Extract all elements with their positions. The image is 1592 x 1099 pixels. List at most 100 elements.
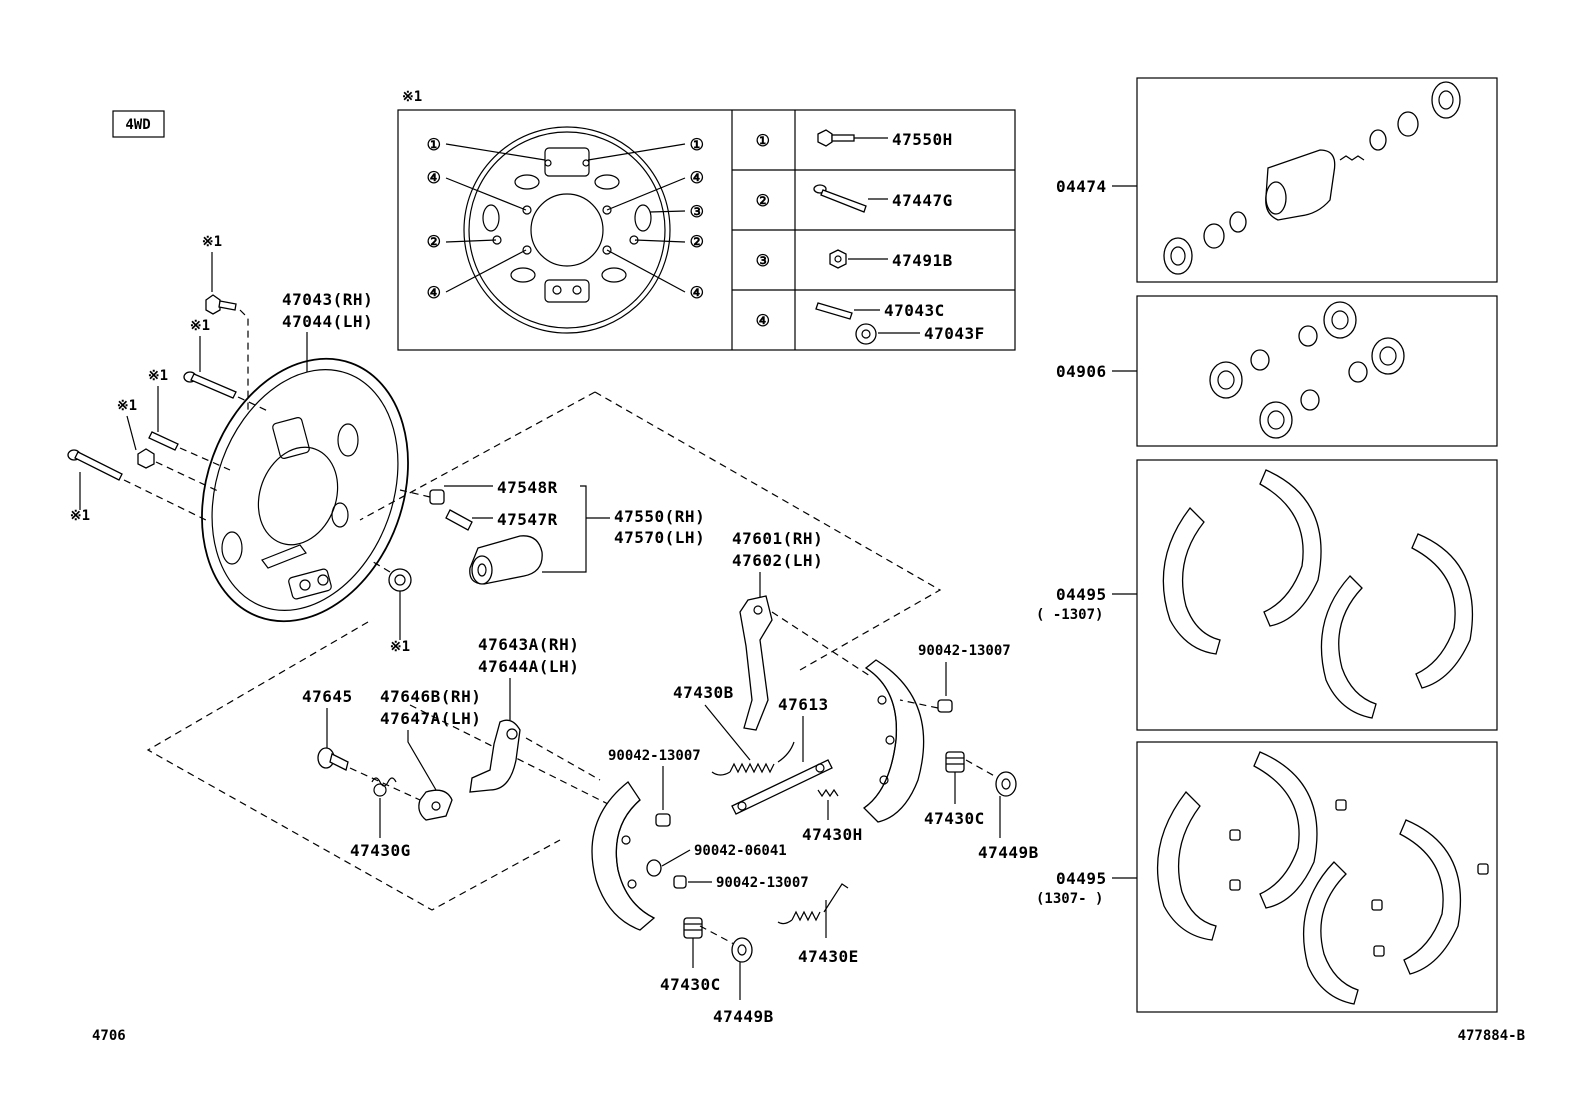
kit-04495-early-shoes-icon bbox=[1162, 469, 1474, 719]
clip-top-right-icon bbox=[937, 699, 953, 713]
part-47602-lh[interactable]: 47602(LH) bbox=[732, 551, 823, 570]
callout-4-upper-right: ④ bbox=[690, 168, 705, 187]
spring-b-icon bbox=[711, 741, 795, 776]
inset-table-row-4: ④ 47043C 47043F bbox=[756, 301, 985, 345]
part-47646b-rh[interactable]: 47646B(RH) bbox=[380, 687, 481, 706]
clip-06041-icon bbox=[646, 859, 662, 877]
row-num: ② bbox=[756, 191, 771, 210]
part-47643a-rh[interactable]: 47643A(RH) bbox=[478, 635, 579, 654]
part-90042-13007-top-right[interactable]: 90042-13007 bbox=[918, 643, 1011, 659]
adjuster-group: 47613 bbox=[731, 695, 833, 815]
long-pin-icon bbox=[183, 371, 237, 399]
part-47043f[interactable]: 47043F bbox=[924, 324, 985, 343]
inset-table-row-1: ① 47550H bbox=[756, 129, 953, 150]
adjusting-lever-group: 47646B(RH) 47647A(LH) bbox=[380, 687, 481, 821]
spring-e-icon bbox=[777, 883, 849, 925]
callout-3: ③ bbox=[690, 202, 705, 221]
callout-2-left: ② bbox=[427, 232, 442, 251]
part-47043c[interactable]: 47043C bbox=[884, 301, 945, 320]
kit-code-04495-early[interactable]: 04495 bbox=[1056, 585, 1107, 604]
part-47430h[interactable]: 47430H bbox=[802, 825, 863, 844]
stud-icon bbox=[815, 302, 853, 320]
shoe-bottom-icon bbox=[591, 781, 656, 931]
cup-right-icon bbox=[995, 771, 1017, 797]
part-47645[interactable]: 47645 bbox=[302, 687, 353, 706]
callout-4-lower-left: ④ bbox=[427, 283, 442, 302]
kit-04495-late-shoes-icon bbox=[1156, 751, 1489, 1005]
part-47613[interactable]: 47613 bbox=[778, 695, 829, 714]
part-47447g[interactable]: 47447G bbox=[892, 191, 953, 210]
flange-nut-icon bbox=[855, 323, 877, 345]
badge-text: 4WD bbox=[125, 117, 150, 133]
shoe-bottom-group: 90042-06041 90042-13007 47430C 47449B 47… bbox=[591, 781, 859, 1026]
adjuster-icon bbox=[731, 759, 833, 815]
kit-04495-early: 04495 ( -1307) bbox=[1036, 459, 1498, 731]
ref-mark-bolt-top: ※1 bbox=[202, 234, 222, 250]
kit-04474-cylinder-icon bbox=[1163, 81, 1461, 275]
spring-h-group: 47430H bbox=[802, 788, 863, 844]
part-47647a-lh[interactable]: 47647A(LH) bbox=[380, 709, 481, 728]
part-47430e[interactable]: 47430E bbox=[798, 947, 859, 966]
part-47570-lh[interactable]: 47570(LH) bbox=[614, 528, 705, 547]
kit-note-late: (1307- ) bbox=[1036, 891, 1103, 907]
spring-g-group: 47430G bbox=[350, 777, 411, 860]
part-90042-06041[interactable]: 90042-06041 bbox=[694, 843, 787, 859]
part-47430c-bottom[interactable]: 47430C bbox=[660, 975, 721, 994]
part-47043-rh[interactable]: 47043(RH) bbox=[282, 290, 373, 309]
bolt-top-icon bbox=[205, 294, 237, 315]
ref-mark-long-pin: ※1 bbox=[70, 508, 90, 524]
adjusting-lever-icon bbox=[418, 789, 453, 821]
part-47547r[interactable]: 47547R bbox=[497, 510, 558, 529]
part-47430b[interactable]: 47430B bbox=[673, 683, 734, 702]
callout-2-right: ② bbox=[690, 232, 705, 251]
strut-icon bbox=[739, 595, 773, 731]
footer-left-code: 4706 bbox=[92, 1028, 126, 1044]
bleeder-cap-icon bbox=[429, 489, 445, 505]
ref-mark-pin: ※1 bbox=[190, 318, 210, 334]
kit-04906: 04906 bbox=[1056, 295, 1498, 447]
wheel-cylinder-group: 47548R 47547R 47550(RH) 47570(LH) bbox=[399, 478, 705, 585]
ref-mark-flange-nut: ※1 bbox=[390, 639, 410, 655]
spring-c-bottom-icon bbox=[683, 917, 703, 939]
bleeder-plug-icon bbox=[445, 509, 473, 531]
kit-code-04906[interactable]: 04906 bbox=[1056, 362, 1107, 381]
spring-c-right-icon bbox=[945, 751, 965, 773]
part-47044-lh[interactable]: 47044(LH) bbox=[282, 312, 373, 331]
inset-callouts: ① ① ④ ④ ③ ② ② ④ ④ bbox=[427, 135, 705, 302]
kit-note-early: ( -1307) bbox=[1036, 607, 1103, 623]
spring-g-icon bbox=[371, 777, 397, 797]
kit-code-04474[interactable]: 04474 bbox=[1056, 177, 1107, 196]
part-90042-13007-low[interactable]: 90042-13007 bbox=[716, 875, 809, 891]
part-47550-rh[interactable]: 47550(RH) bbox=[614, 507, 705, 526]
part-90042-13007-mid[interactable]: 90042-13007 bbox=[608, 748, 701, 764]
part-47430g[interactable]: 47430G bbox=[350, 841, 411, 860]
part-47548r[interactable]: 47548R bbox=[497, 478, 558, 497]
cup-bottom-icon bbox=[731, 937, 753, 963]
part-47449b-bottom[interactable]: 47449B bbox=[713, 1007, 774, 1026]
part-47601-rh[interactable]: 47601(RH) bbox=[732, 529, 823, 548]
inset-table-row-2: ② 47447G bbox=[756, 184, 953, 213]
part-47644a-lh[interactable]: 47644A(LH) bbox=[478, 657, 579, 676]
part-47430c-right[interactable]: 47430C bbox=[924, 809, 985, 828]
spring-h-icon bbox=[817, 788, 839, 798]
part-47449b-right[interactable]: 47449B bbox=[978, 843, 1039, 862]
lever-icon bbox=[469, 719, 521, 793]
pin-icon bbox=[317, 747, 349, 771]
kit-code-04495-late[interactable]: 04495 bbox=[1056, 869, 1107, 888]
wheel-cylinder-icon bbox=[469, 535, 543, 585]
long-pin-bottom-icon bbox=[67, 449, 123, 481]
part-47550h[interactable]: 47550H bbox=[892, 130, 953, 149]
clip-low-icon bbox=[673, 875, 687, 889]
clip-mid-group: 90042-13007 bbox=[608, 748, 701, 827]
shoe-right-group: 90042-13007 47430C 47449B bbox=[862, 643, 1039, 862]
inset-table-row-3: ③ 47491B bbox=[756, 249, 953, 270]
row-num: ④ bbox=[756, 311, 771, 330]
assembly-boundary bbox=[146, 391, 942, 911]
ref-mark-stud: ※1 bbox=[148, 368, 168, 384]
backing-plate-group: 47043(RH) 47044(LH) ※1 ※1 ※1 ※1 ※1 bbox=[67, 234, 412, 655]
part-47491b[interactable]: 47491B bbox=[892, 251, 953, 270]
callout-1-left: ① bbox=[427, 135, 442, 154]
ref-mark-nut: ※1 bbox=[117, 398, 137, 414]
clip-icon bbox=[655, 813, 671, 827]
